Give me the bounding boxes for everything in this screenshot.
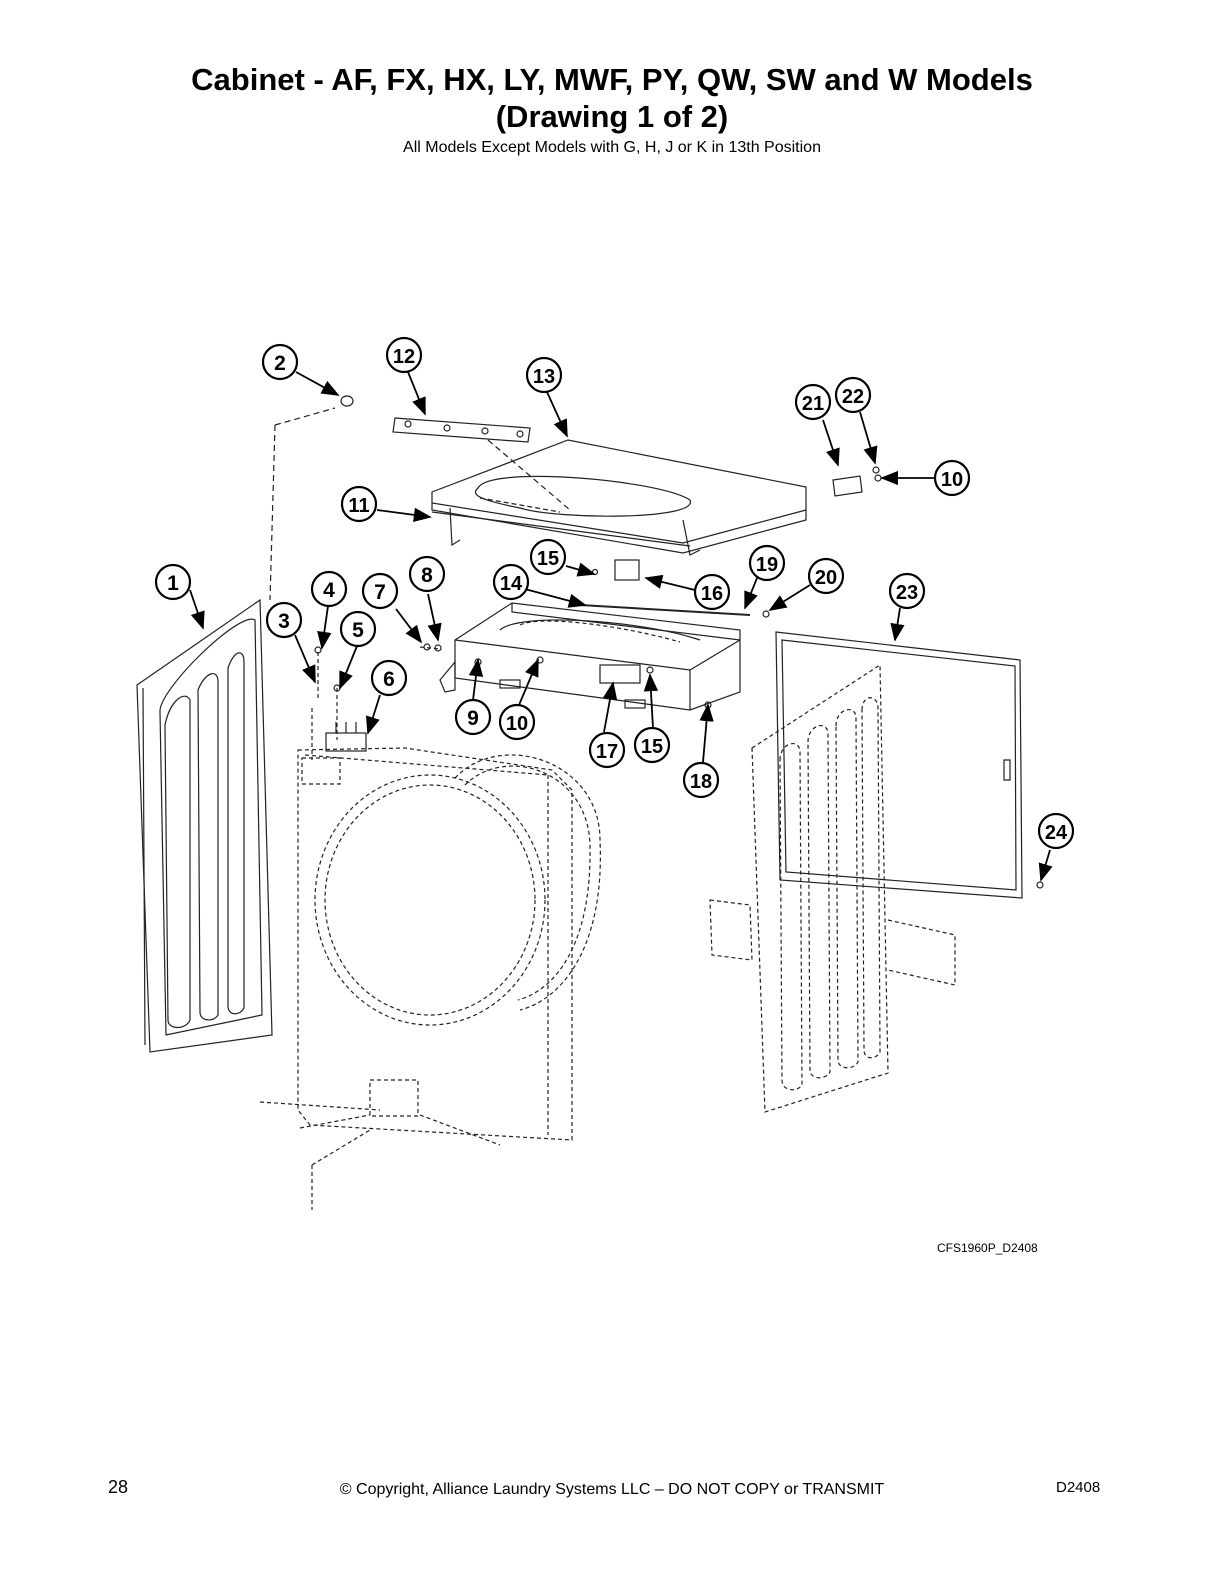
callouts: 1 2 3 4 5 6 7 8 9 10 10 11 12 13 14 15 1…: [154, 336, 1075, 850]
part-24-screw: [1036, 881, 1044, 889]
svg-text:21: 21: [802, 393, 824, 415]
copyright-notice: © Copyright, Alliance Laundry Systems LL…: [339, 1481, 885, 1498]
part-17-module: [599, 664, 641, 684]
part-13-top-panel: [431, 439, 807, 556]
callout-21: 21: [794, 383, 832, 421]
callout-7: 7: [361, 572, 399, 610]
svg-text:19: 19: [756, 554, 778, 576]
callout-3: 3: [265, 601, 303, 639]
callout-14: 14: [492, 563, 530, 601]
callout-16: 16: [693, 573, 731, 611]
callout-8: 8: [408, 555, 446, 593]
callout-20: 20: [807, 557, 845, 595]
page-subtitle: All Models Except Models with G, H, J or…: [403, 139, 821, 156]
callout-15-a: 15: [529, 538, 567, 576]
svg-text:8: 8: [421, 564, 433, 587]
callout-10-a: 10: [498, 703, 536, 741]
part-23-rear-panel: [775, 631, 1044, 899]
callout-9: 9: [454, 698, 492, 736]
callout-1: 1: [154, 563, 192, 601]
callout-6: 6: [370, 659, 408, 697]
part-20-nut: [762, 610, 770, 618]
part-19-rod: [579, 604, 751, 616]
callout-24: 24: [1037, 812, 1075, 850]
svg-text:18: 18: [690, 771, 712, 793]
svg-text:6: 6: [383, 668, 395, 691]
svg-text:9: 9: [467, 707, 479, 730]
callout-22: 22: [834, 376, 872, 414]
part-14-control-housing: [419, 602, 770, 711]
callout-12: 12: [385, 336, 423, 374]
part-2-fitting: [340, 395, 354, 407]
svg-text:3: 3: [278, 610, 290, 633]
part-1-left-side-panel: [136, 598, 273, 1053]
svg-text:13: 13: [533, 366, 555, 388]
part-7-screw: [423, 643, 431, 651]
callout-18: 18: [682, 761, 720, 799]
svg-text:15: 15: [537, 548, 559, 570]
callout-2: 2: [261, 343, 299, 381]
svg-text:10: 10: [506, 713, 528, 735]
part-6-hinge-block: [325, 722, 367, 752]
part-11-rod: [431, 511, 691, 547]
part-drawings: [136, 395, 1044, 1210]
svg-text:1: 1: [167, 572, 179, 595]
front-panel: [259, 747, 601, 1210]
svg-text:5: 5: [352, 619, 364, 642]
right-side-panel: [709, 663, 956, 1113]
callout-15-b: 15: [633, 726, 671, 764]
svg-text:15: 15: [641, 736, 663, 758]
page-title: Cabinet - AF, FX, HX, LY, MWF, PY, QW, S…: [191, 62, 1033, 97]
svg-text:17: 17: [596, 741, 618, 763]
callout-19: 19: [748, 544, 786, 582]
svg-text:2: 2: [274, 352, 286, 375]
svg-text:23: 23: [896, 582, 918, 604]
callout-23: 23: [888, 572, 926, 610]
svg-text:20: 20: [815, 567, 837, 589]
callout-13: 13: [525, 356, 563, 394]
document-code: D2408: [1056, 1479, 1101, 1496]
callout-4: 4: [310, 570, 348, 608]
svg-text:11: 11: [348, 495, 369, 517]
svg-text:4: 4: [323, 579, 335, 602]
callout-17: 17: [588, 731, 626, 769]
part-8-washer: [434, 644, 442, 652]
part-12-bracket: [392, 417, 531, 443]
callout-5: 5: [339, 610, 377, 648]
svg-text:16: 16: [701, 583, 723, 605]
part-21-bracket: [832, 475, 863, 497]
svg-text:7: 7: [374, 581, 386, 604]
svg-text:14: 14: [500, 573, 523, 595]
drawing-code: CFS1960P_D2408: [937, 1241, 1038, 1255]
svg-text:12: 12: [393, 346, 415, 368]
svg-text:22: 22: [842, 386, 864, 408]
svg-text:24: 24: [1045, 822, 1068, 844]
svg-text:10: 10: [941, 469, 963, 491]
page-number: 28: [108, 1477, 129, 1497]
leader-lines: [189, 371, 1053, 882]
callout-10-b: 10: [933, 459, 971, 497]
page-title-drawing-number: (Drawing 1 of 2): [495, 99, 729, 134]
callout-11: 11: [340, 485, 378, 523]
part-16-plate: [614, 559, 640, 581]
